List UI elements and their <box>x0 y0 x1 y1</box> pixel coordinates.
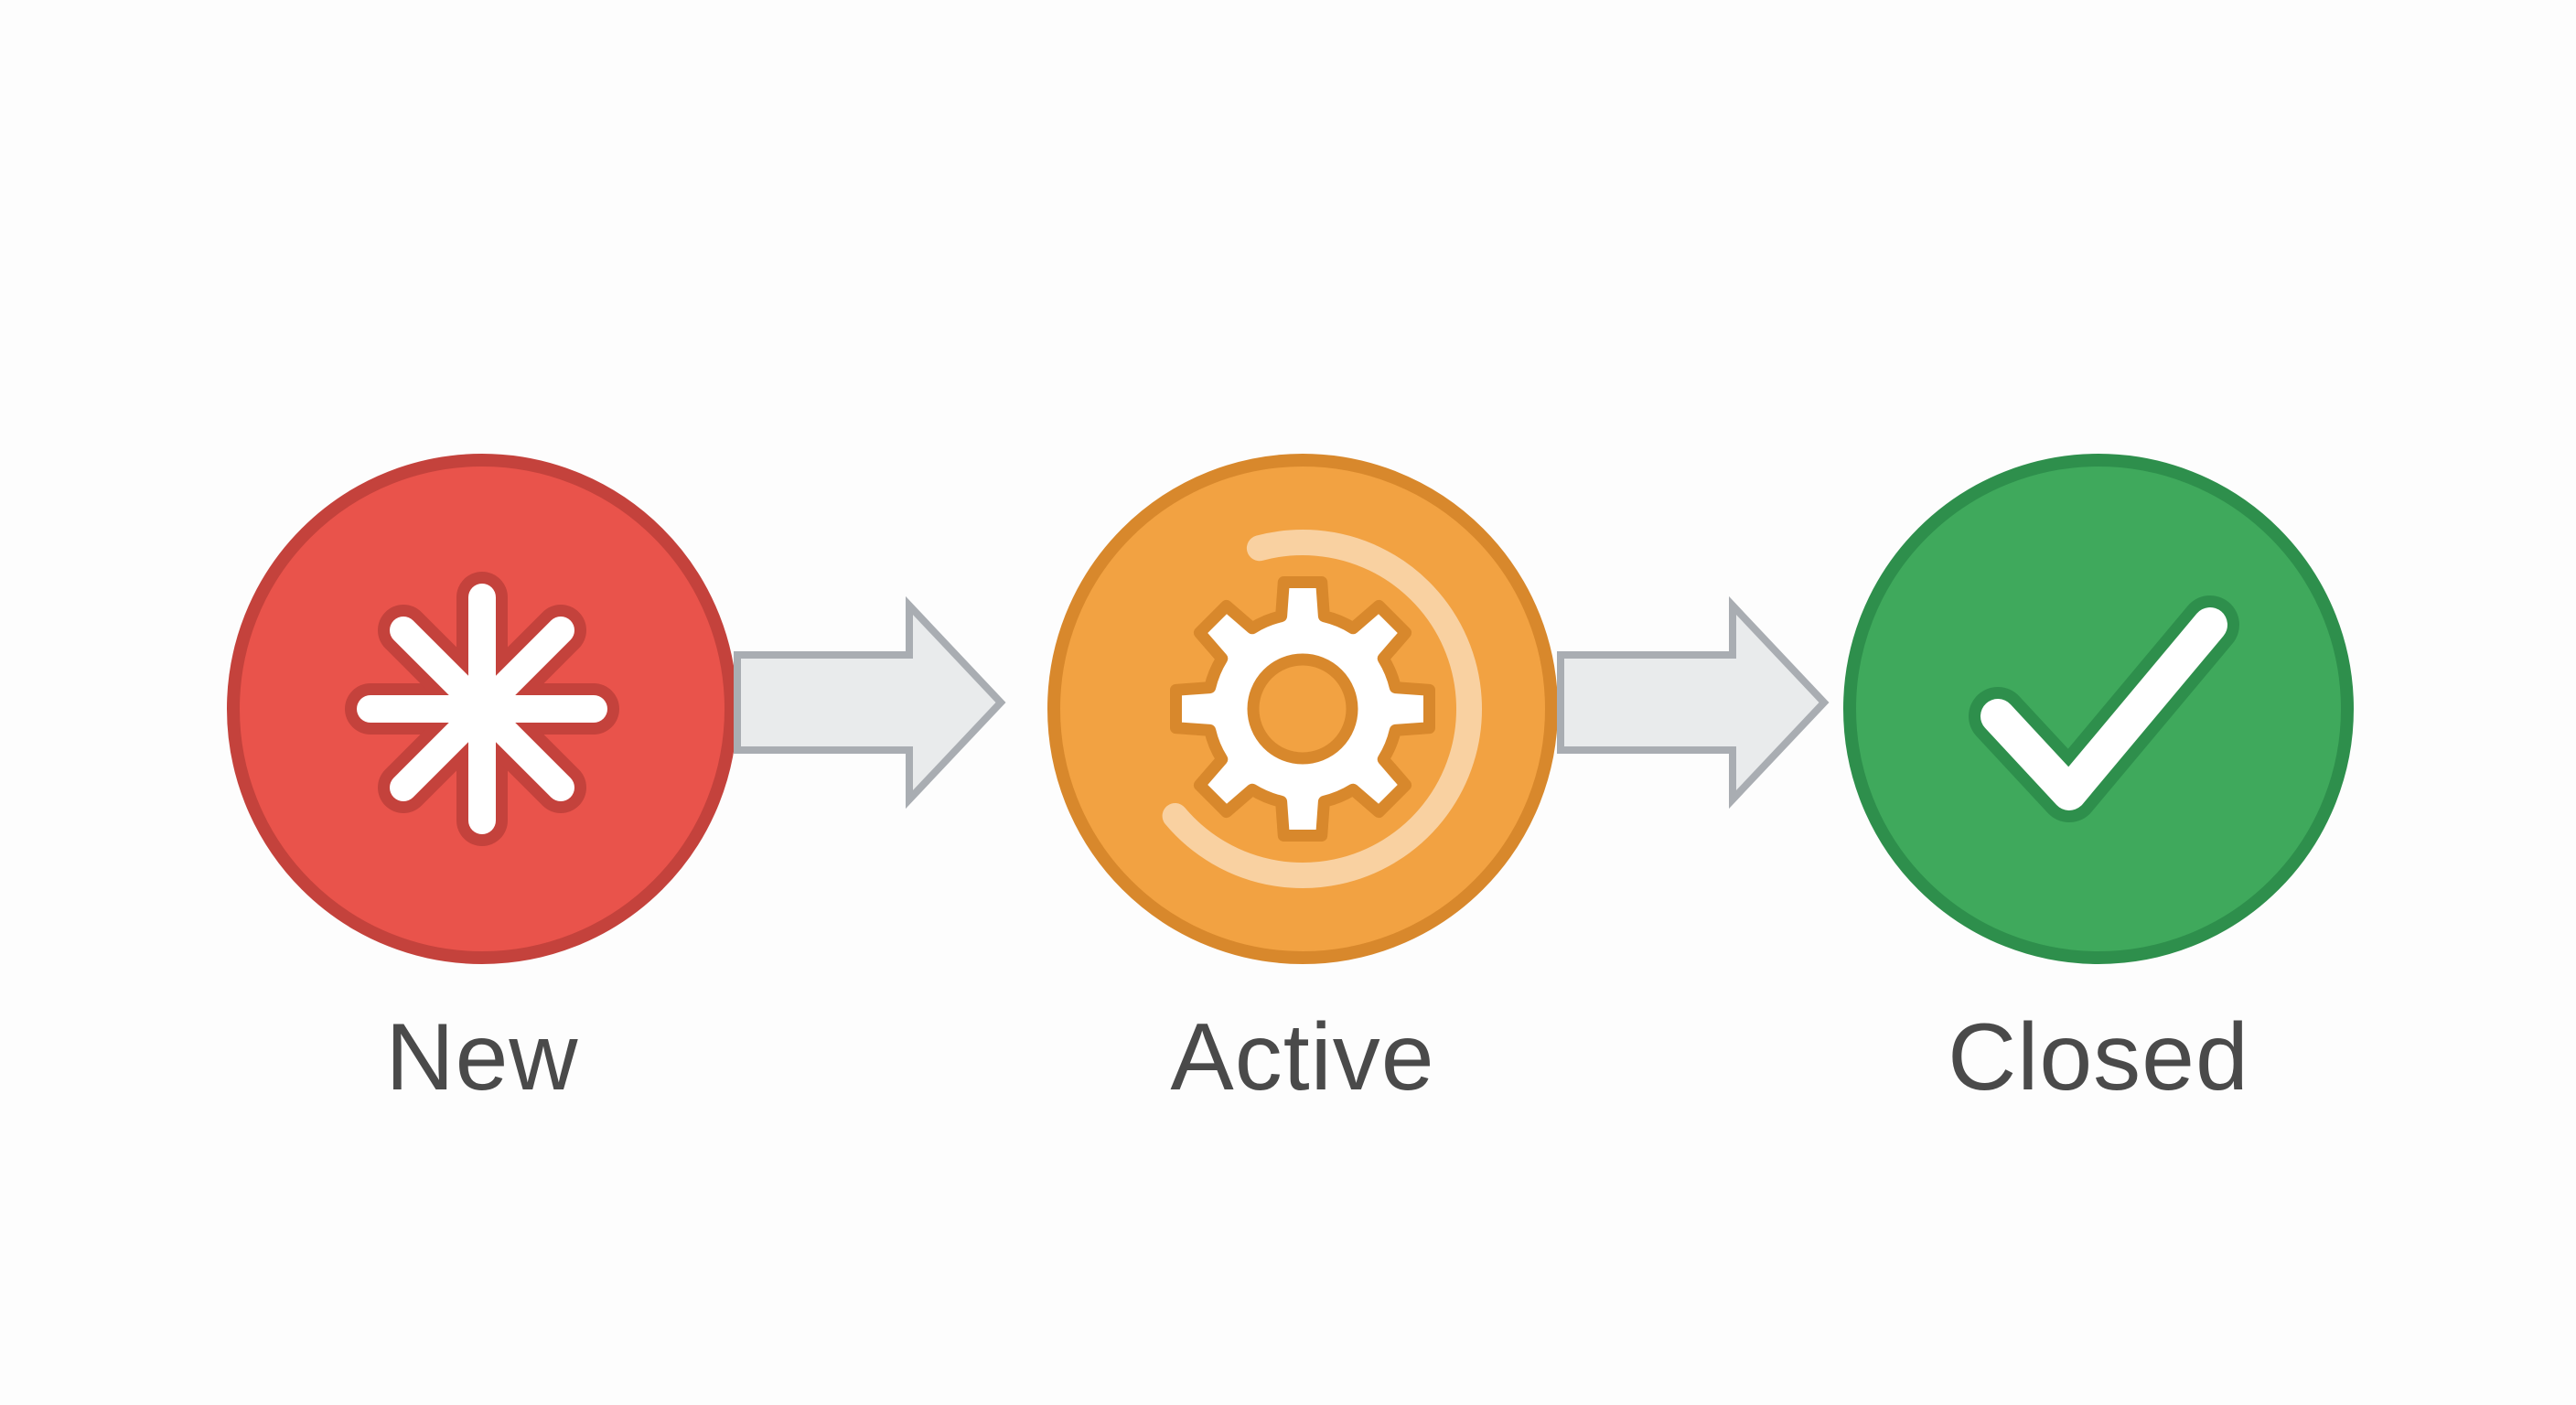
stage-label-new: New <box>385 1004 579 1110</box>
closed-circle <box>1843 454 2354 964</box>
stage-node-closed <box>1824 434 2373 983</box>
active-stage-graphic <box>1047 454 1558 964</box>
new-stage-graphic <box>227 454 737 964</box>
stage-label-active: Active <box>1170 1004 1435 1110</box>
gear-hole <box>1247 653 1358 765</box>
stage-node-active <box>1028 434 1577 983</box>
arrow-right-connector <box>734 593 1008 812</box>
gear-icon <box>1170 576 1435 842</box>
arrow-right-connector <box>1557 593 1831 812</box>
arrow-right-icon <box>734 595 1006 810</box>
checkmark-icon <box>1969 595 2239 822</box>
progress-arc <box>1162 530 1483 888</box>
closed-stage-graphic <box>1843 454 2354 964</box>
arrow-right-icon <box>1557 595 1830 810</box>
stage-label-closed: Closed <box>1948 1004 2249 1110</box>
asterisk-icon <box>345 572 619 846</box>
stage-node-new <box>208 434 757 983</box>
